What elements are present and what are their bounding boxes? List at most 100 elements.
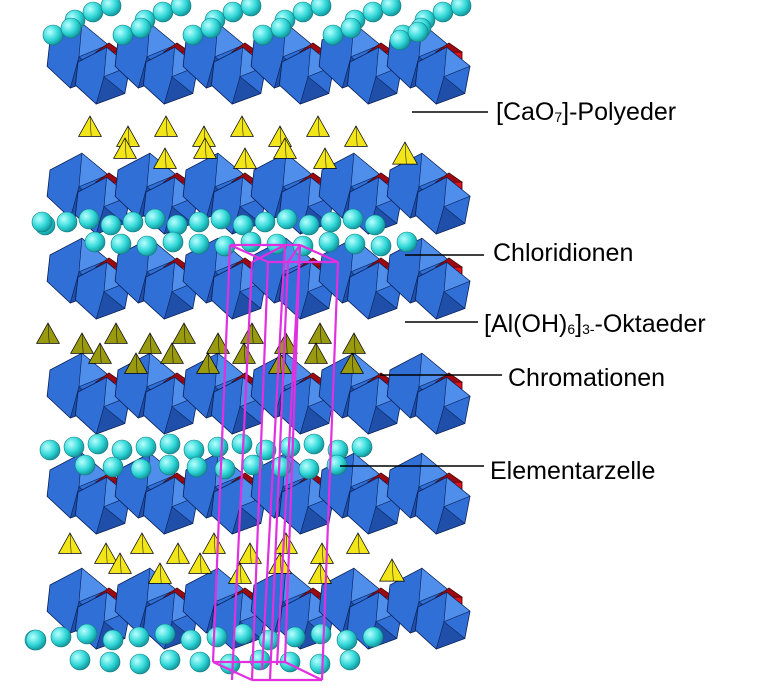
unit-cell-edge (268, 261, 290, 681)
chromate-tetrahedron (124, 352, 148, 374)
chloride-ion (170, 0, 192, 17)
cao7-polyhedron (414, 591, 471, 650)
chloride-ion (450, 0, 472, 17)
chloride-ion (219, 653, 241, 675)
chloride-ion (50, 626, 72, 648)
chromate-tetrahedron (148, 562, 172, 584)
chloride-ion (74, 454, 96, 476)
chloride-ion (340, 17, 362, 39)
chromate-tetrahedron (308, 562, 332, 584)
chloride-ion (396, 231, 418, 253)
chloride-ion (112, 24, 134, 46)
chloride-ion (206, 626, 228, 648)
chromate-tetrahedron (58, 532, 82, 554)
chloride-ion (152, 1, 174, 23)
chromate-tetrahedron (268, 352, 292, 374)
chloride-ion (136, 235, 158, 257)
chloride-ion (322, 24, 344, 46)
unit-cell-outline (211, 243, 340, 682)
chloride-ion (159, 433, 181, 455)
chloride-ion (87, 433, 109, 455)
chromate-tetrahedron (78, 115, 102, 137)
label-chromate-ions: Chromationen (508, 364, 666, 392)
chloride-ion (214, 458, 236, 480)
chromate-tetrahedron (36, 322, 60, 344)
chloride-ion (111, 439, 133, 461)
chloride-ion (82, 1, 104, 23)
chloride-ion (320, 211, 342, 233)
chloride-ion (292, 1, 314, 23)
chromate-tetrahedron (153, 147, 177, 169)
chromate-tetrahedron (344, 125, 368, 147)
unit-cell-edge (260, 244, 287, 671)
chromate-tetrahedron (113, 137, 137, 159)
chromate-tetrahedron (240, 322, 264, 344)
chloride-ion (303, 433, 325, 455)
chromate-tetrahedron (154, 115, 178, 137)
chromate-tetrahedron (193, 137, 217, 159)
chromate-tetrahedron (273, 137, 297, 159)
chloride-ion (207, 436, 229, 458)
chloride-ion (240, 0, 262, 17)
chloride-ion (102, 629, 124, 651)
chloride-ion (232, 214, 254, 236)
chromate-tetrahedron (310, 542, 334, 564)
chromate-tetrahedron (130, 532, 154, 554)
chromate-tetrahedron (206, 332, 230, 354)
structure-layers (24, 0, 472, 675)
chromate-tetrahedron (202, 532, 226, 554)
unit-cell-edge (211, 244, 232, 663)
chloride-ion (188, 233, 210, 255)
chromate-tetrahedron (379, 558, 405, 582)
cao7-polyhedron (414, 376, 471, 435)
chloride-ion (351, 436, 373, 458)
chloride-ion (380, 0, 402, 17)
chloride-ion (240, 231, 262, 253)
chloride-ion (344, 233, 366, 255)
cao7-polyhedron (414, 261, 471, 320)
chromate-tetrahedron (230, 115, 254, 137)
chloride-ion (39, 439, 61, 461)
chloride-ion (186, 456, 208, 478)
chloride-ion (42, 24, 64, 46)
chromate-tetrahedron (166, 542, 190, 564)
chromate-tetrahedron (228, 562, 252, 584)
chloride-ion (342, 208, 364, 230)
chromate-tetrahedron (233, 147, 257, 169)
chloride-ion (188, 211, 210, 233)
unit-cell-edge (251, 244, 286, 263)
chloride-ion (130, 17, 152, 39)
chromate-tetrahedron (274, 532, 298, 554)
chromate-tetrahedron (188, 552, 212, 574)
cao7-polyhedron (414, 46, 471, 105)
chloride-ion (339, 649, 361, 671)
chloride-ion (162, 231, 184, 253)
chloride-ion (252, 24, 274, 46)
unit-cell-edge (284, 661, 323, 681)
chloride-ion (370, 235, 392, 257)
chloride-ion (100, 214, 122, 236)
chloride-ion (130, 458, 152, 480)
unit-cell-edge (230, 261, 254, 681)
chloride-ion (298, 214, 320, 236)
chromate-tetrahedron (340, 352, 364, 374)
unit-cell-edge (229, 243, 269, 264)
chloride-ion (25, 629, 47, 651)
chloride-ion (309, 653, 331, 675)
chloride-ion (318, 231, 340, 253)
chloride-ion (189, 651, 211, 673)
chloride-ion (200, 17, 222, 39)
chromate-tetrahedron (104, 322, 128, 344)
chloride-ion (182, 24, 204, 46)
chloride-ion (100, 0, 122, 17)
chloride-ion (63, 436, 85, 458)
chloride-ion (284, 626, 306, 648)
chloride-ion (122, 211, 144, 233)
chloride-ion (159, 649, 181, 671)
chloride-ion (210, 208, 232, 230)
chloride-ion (158, 454, 180, 476)
chloride-ion (364, 214, 386, 236)
unit-cell-edge (275, 244, 302, 666)
chloride-ion (310, 623, 332, 645)
